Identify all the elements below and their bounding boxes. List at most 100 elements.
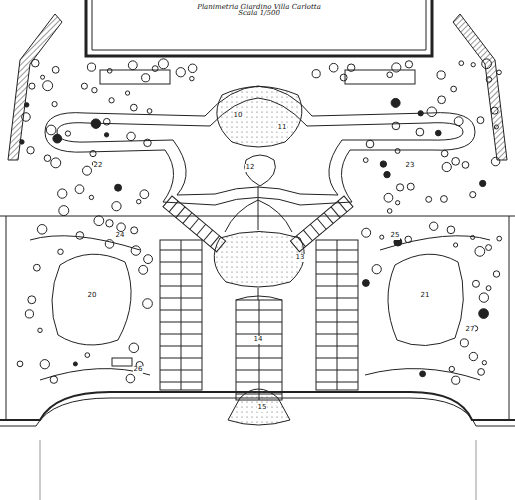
- tree-symbol: [20, 140, 24, 144]
- tree-symbol: [384, 193, 393, 202]
- tree-symbol: [38, 328, 42, 332]
- tree-symbol: [29, 83, 35, 89]
- tree-symbol: [420, 371, 426, 377]
- tree-symbol: [109, 98, 114, 103]
- tree-symbol: [139, 265, 148, 274]
- tree-symbol: [372, 265, 381, 274]
- tree-symbol: [105, 240, 114, 249]
- tree-symbol: [482, 361, 486, 365]
- callout-number: 24: [115, 232, 126, 240]
- tree-symbol: [478, 369, 485, 376]
- lawn-clearing: [388, 254, 463, 345]
- tree-symbol: [91, 119, 100, 128]
- tree-symbol: [435, 130, 441, 136]
- tree-symbol: [24, 103, 28, 107]
- tree-symbol: [470, 192, 476, 198]
- tree-symbol: [387, 72, 393, 78]
- building-wall: [86, 0, 432, 56]
- tree-symbol: [94, 216, 104, 226]
- tree-symbol: [144, 139, 152, 147]
- tree-symbol: [41, 75, 45, 79]
- tree-symbol: [143, 299, 153, 309]
- tree-symbol: [418, 111, 423, 116]
- pond: [214, 232, 304, 288]
- tree-symbol: [43, 81, 53, 91]
- tree-symbol: [491, 157, 499, 165]
- tree-symbol: [46, 125, 56, 135]
- tree-symbol: [75, 185, 84, 194]
- step-line: [210, 236, 219, 247]
- tree-symbol: [426, 196, 432, 202]
- tree-symbol: [76, 232, 84, 240]
- tree-symbol: [486, 245, 492, 251]
- tree-symbol: [471, 63, 475, 67]
- tree-symbol: [486, 77, 491, 82]
- tree-symbol: [176, 68, 185, 77]
- tree-symbol: [51, 158, 61, 168]
- step-line: [183, 213, 192, 224]
- tree-symbol: [452, 376, 460, 384]
- step-line: [204, 230, 213, 241]
- parterre: [345, 70, 415, 84]
- tree-symbol: [452, 157, 460, 165]
- tree-symbol: [131, 227, 138, 234]
- callout-number: 23: [405, 162, 416, 170]
- tree-symbol: [52, 66, 59, 73]
- tree-symbol: [131, 246, 140, 255]
- tree-symbol: [115, 184, 122, 191]
- tree-symbol: [25, 310, 33, 318]
- tree-symbol: [73, 362, 77, 366]
- stair-band: [290, 196, 353, 252]
- tree-symbol: [405, 61, 412, 68]
- tree-symbol: [90, 150, 96, 156]
- tree-symbol: [387, 209, 392, 214]
- tree-symbol: [129, 343, 139, 353]
- tree-symbol: [340, 74, 347, 81]
- tree-symbol: [442, 162, 451, 171]
- tree-symbol: [92, 87, 97, 92]
- stair-band: [163, 196, 226, 252]
- boundary-line: [6, 216, 7, 420]
- step-line: [310, 224, 319, 235]
- garden-path: [40, 369, 480, 380]
- callout-number: 25: [390, 232, 401, 240]
- tree-symbol: [366, 140, 374, 148]
- tree-symbol: [128, 61, 137, 70]
- tree-symbol: [395, 201, 399, 205]
- tree-symbol: [81, 83, 87, 89]
- tree-symbol: [437, 71, 445, 79]
- callout-number: 22: [93, 162, 104, 170]
- step-line: [338, 201, 347, 212]
- pond: [245, 155, 276, 186]
- step-line: [297, 236, 306, 247]
- tree-symbol: [27, 147, 34, 154]
- parterre: [100, 70, 170, 84]
- tree-symbol: [459, 61, 464, 66]
- water-channel: [225, 186, 292, 232]
- tree-symbol: [392, 63, 401, 72]
- tree-symbol: [107, 68, 112, 73]
- tree-symbol: [482, 59, 492, 69]
- tree-symbol: [140, 190, 149, 199]
- tree-symbol: [103, 118, 110, 125]
- tree-symbol: [53, 134, 62, 143]
- callout-number: 14: [253, 336, 264, 344]
- tree-symbol: [50, 376, 57, 383]
- tree-symbol: [441, 196, 448, 203]
- callout-number: 15: [257, 404, 268, 412]
- terrace-edge: [236, 296, 282, 300]
- tree-symbol: [28, 296, 36, 304]
- tree-symbol: [447, 226, 455, 234]
- step-line: [317, 218, 326, 229]
- tree-symbol: [363, 158, 368, 163]
- tree-symbol: [329, 63, 338, 72]
- tree-symbol: [380, 161, 386, 167]
- tree-symbol: [494, 125, 498, 129]
- tree-symbol: [427, 107, 437, 117]
- callout-number: 27: [465, 326, 476, 334]
- tree-symbol: [449, 366, 454, 371]
- tree-symbol: [22, 113, 31, 122]
- tree-symbol: [396, 184, 403, 191]
- callout-number: 10: [233, 112, 244, 120]
